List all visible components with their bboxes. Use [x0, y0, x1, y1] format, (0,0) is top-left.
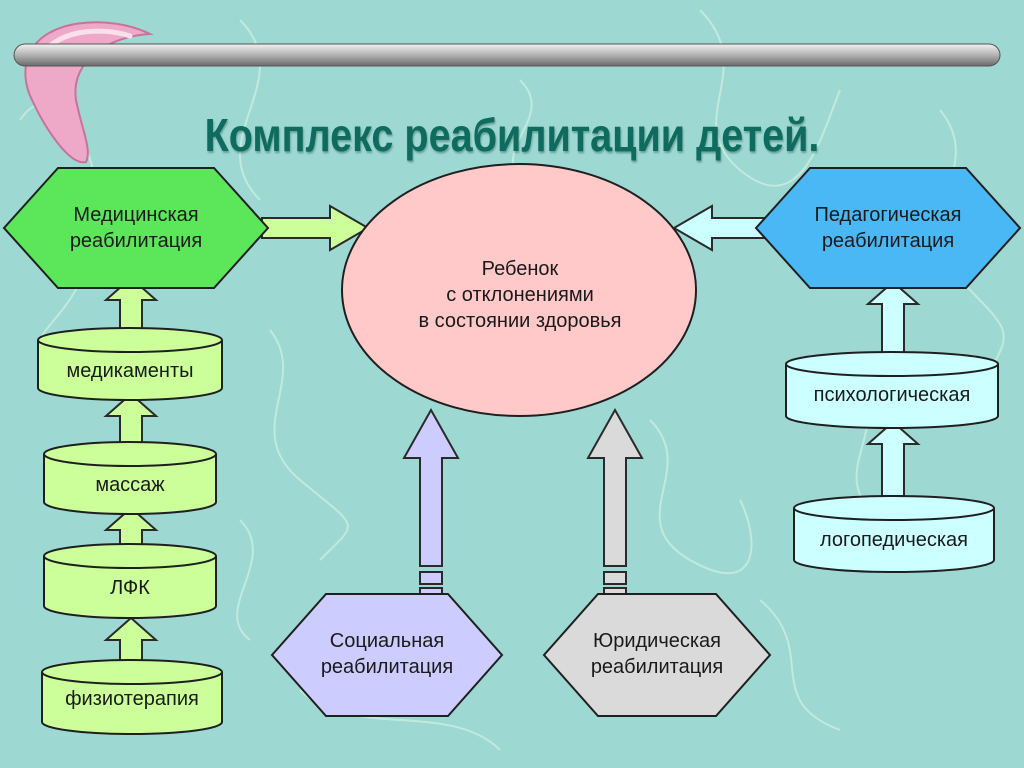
medical-label: Медицинская реабилитация	[20, 202, 252, 254]
legal-hexagon[interactable]	[542, 593, 772, 717]
medical-label-line: реабилитация	[69, 230, 203, 252]
massage-label: массаж	[95, 474, 165, 496]
child-label-line: с отклонениями	[446, 284, 594, 306]
speech-therapy-cylinder[interactable]	[793, 495, 995, 573]
child-label-line: в состоянии здоровья	[418, 310, 622, 332]
physio-label: физиотерапия	[65, 688, 199, 710]
pedagogical-hexagon[interactable]	[754, 167, 1022, 289]
medications-cylinder[interactable]	[37, 327, 223, 401]
exercise-label: ЛФК	[110, 577, 150, 599]
pedagogical-label-line: реабилитация	[821, 230, 955, 252]
legal-label: Юридическая реабилитация	[552, 628, 762, 680]
physio-cylinder[interactable]	[41, 659, 223, 735]
social-label-line: Социальная	[329, 630, 445, 652]
arrow-speech-up	[865, 420, 921, 497]
medications-label: медикаменты	[66, 360, 194, 382]
arrow-medical-to-center	[261, 204, 370, 252]
exercise-cylinder[interactable]	[43, 543, 217, 619]
child-ellipse[interactable]	[341, 163, 697, 417]
title-bar-decoration	[13, 43, 1001, 67]
legal-label-line: Юридическая	[592, 630, 722, 652]
psychological-cylinder[interactable]	[785, 351, 999, 429]
speech-therapy-label: логопедическая	[819, 529, 969, 551]
arrow-pedagogical-to-center	[672, 204, 766, 252]
child-label: Ребенок с отклонениями в состоянии здоро…	[380, 256, 660, 334]
psychological-label: психологическая	[813, 384, 971, 406]
pedagogical-label-line: Педагогическая	[814, 204, 962, 226]
pedagogical-label: Педагогическая реабилитация	[772, 202, 1004, 254]
massage-cylinder[interactable]	[43, 441, 217, 515]
medical-hexagon[interactable]	[2, 167, 270, 289]
arrow-psych-up	[865, 280, 921, 355]
social-hexagon[interactable]	[270, 593, 504, 717]
arrow-legal-up	[586, 407, 644, 567]
arrows	[103, 204, 921, 665]
page-title: Комплекс реабилитации детей.	[204, 109, 820, 161]
arrow-social-up	[402, 407, 460, 567]
social-label-line: реабилитация	[320, 656, 454, 678]
child-label-line: Ребенок	[481, 258, 559, 280]
legal-label-line: реабилитация	[590, 656, 724, 678]
arrow-physio-up	[103, 616, 159, 665]
arrow-massage-up	[103, 392, 159, 445]
social-label: Социальная реабилитация	[280, 628, 494, 680]
medical-label-line: Медицинская	[73, 204, 199, 226]
